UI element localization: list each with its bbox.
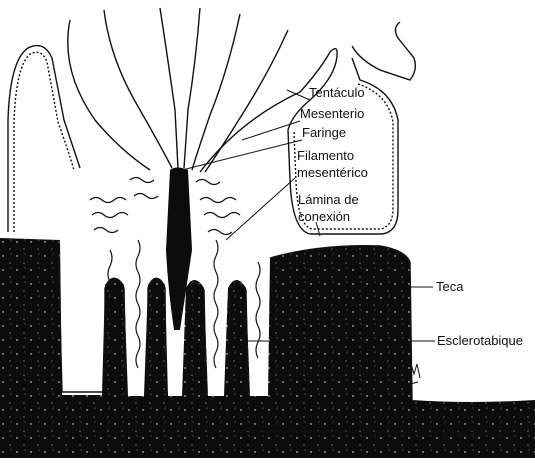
filament-1 xyxy=(90,198,128,233)
left-polyp-wall xyxy=(58,240,104,392)
label-lamina-1: Lámina de xyxy=(298,192,359,207)
label-mesenterio: Mesenterio xyxy=(300,106,364,121)
filament-4 xyxy=(214,240,218,368)
far-right-tentacle xyxy=(352,22,415,80)
filament-6 xyxy=(200,198,240,235)
label-esclerotabique: Esclerotabique xyxy=(437,333,523,348)
label-teca: Teca xyxy=(436,279,464,294)
left-wall-inner xyxy=(14,52,74,232)
filament-5 xyxy=(256,262,260,358)
leader-mesenterio xyxy=(242,121,300,140)
tentacle-center-r xyxy=(184,8,200,168)
left-wall-outer xyxy=(8,46,80,232)
tentacle-center xyxy=(160,8,178,168)
filament-3 xyxy=(136,240,140,368)
label-faringe: Faringe xyxy=(302,125,346,140)
label-placa-basal: Placa basal xyxy=(443,425,510,440)
tentacle-left xyxy=(68,20,150,170)
tentacle-mid-right xyxy=(192,14,240,170)
tentacle-mid-left xyxy=(104,10,172,168)
leader-filamento xyxy=(226,178,295,240)
leader-tentaculo xyxy=(287,90,310,100)
label-tentaculo: Tentáculo xyxy=(309,85,365,100)
label-filamento-2: mesentérico xyxy=(297,165,368,180)
label-filamento-1: Filamento xyxy=(297,148,354,163)
label-lamina-2: conexión xyxy=(298,209,350,224)
